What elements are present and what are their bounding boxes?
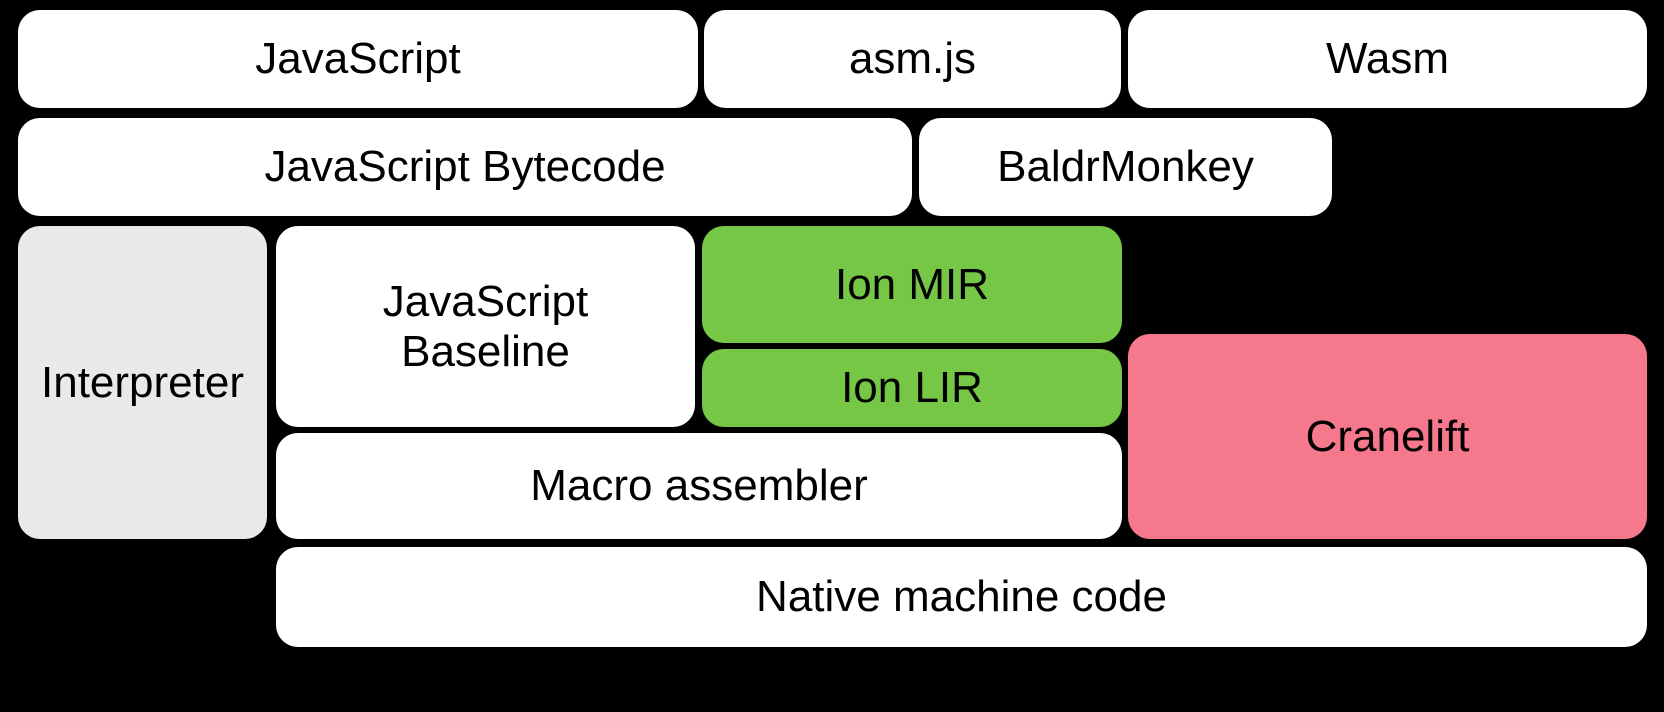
- stage-box-cranelift: Cranelift: [1128, 334, 1647, 539]
- stage-box-native-machine-code: Native machine code: [276, 547, 1647, 647]
- stage-box-macro-assembler: Macro assembler: [276, 433, 1122, 539]
- stage-box-javascript-bytecode: JavaScript Bytecode: [18, 118, 912, 216]
- stage-box-interpreter: Interpreter: [18, 226, 267, 539]
- stage-box-baldrmonkey: BaldrMonkey: [919, 118, 1332, 216]
- stage-box-javascript: JavaScript: [18, 10, 698, 108]
- stage-box-ion-lir: Ion LIR: [702, 349, 1122, 427]
- stage-box-asm-js: asm.js: [704, 10, 1121, 108]
- stage-box-wasm: Wasm: [1128, 10, 1647, 108]
- stage-box-javascript-baseline: JavaScript Baseline: [276, 226, 695, 427]
- stage-box-ion-mir: Ion MIR: [702, 226, 1122, 343]
